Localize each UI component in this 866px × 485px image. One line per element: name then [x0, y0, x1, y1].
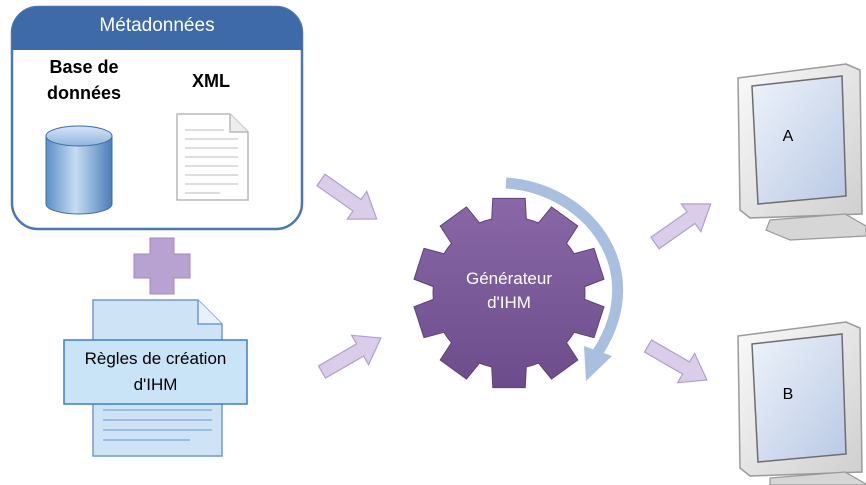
output-arrow-a [650, 203, 712, 250]
gear-icon [413, 197, 605, 389]
monitor-a-label: A [782, 128, 794, 145]
monitor-b-icon [737, 321, 866, 485]
input-arrow-bottom [317, 334, 382, 379]
output-arrow-b [643, 339, 708, 384]
database-label: Base de données [46, 57, 121, 103]
metadata-panel-title: Métadonnées [99, 15, 215, 36]
monitor-a-icon [737, 63, 866, 241]
xml-label: XML [192, 71, 230, 91]
generator-label: Générateur d'IHM [466, 269, 552, 312]
database-icon [45, 125, 113, 215]
plus-icon [133, 237, 191, 295]
input-arrow-top [316, 173, 378, 220]
rules-document-label: Règles de création d'IHM [84, 349, 227, 394]
rotation-arrow-icon [505, 177, 624, 381]
xml-document-icon [176, 113, 249, 201]
rules-document-icon [63, 299, 248, 457]
monitor-b-label: B [782, 386, 794, 403]
